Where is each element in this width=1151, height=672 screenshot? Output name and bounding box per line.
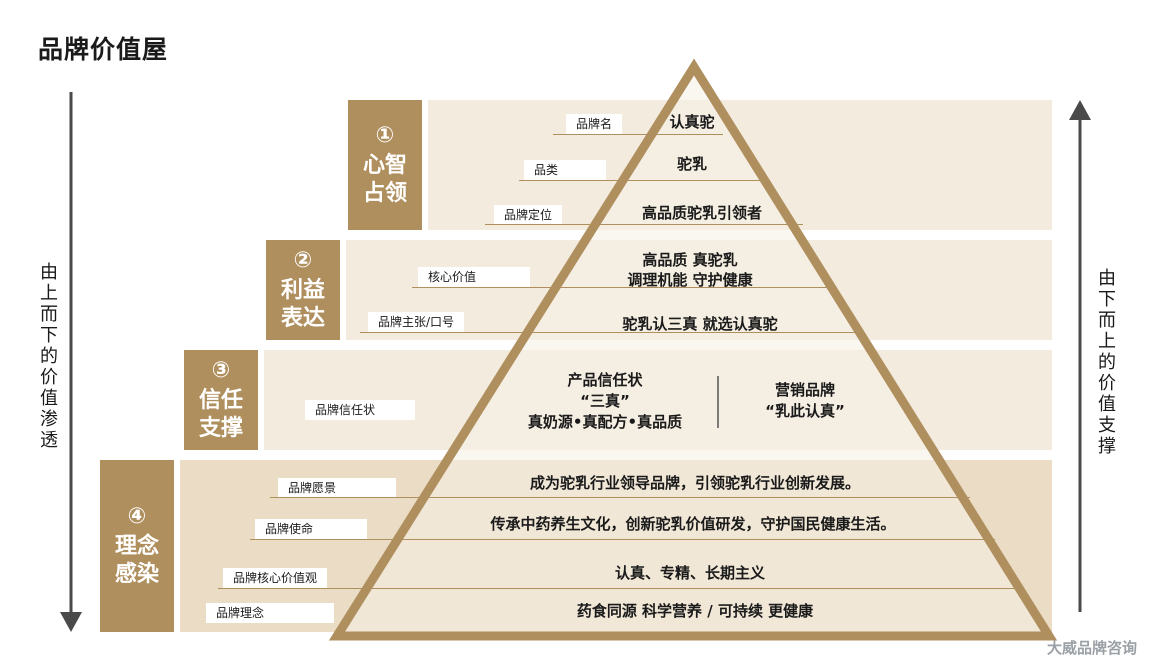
tier-3-name-line1: 信任: [198, 388, 243, 413]
left-arrow-head: [60, 612, 82, 632]
label-vision: 品牌愿景: [278, 478, 396, 498]
label-brand-name: 品牌名: [566, 114, 623, 134]
trust-left-line1: 产品信任状: [567, 371, 643, 389]
underline-core-value: [412, 287, 832, 288]
trust-left-line3: 真奶源•真配方•真品质: [527, 413, 683, 431]
tier-2-name-line1: 利益: [280, 278, 325, 303]
tier-1-tab: ① 心智 占领: [348, 100, 422, 230]
right-arrow-head: [1069, 100, 1091, 120]
tier-3-tab: ③ 信任 支撑: [184, 350, 258, 450]
tier-2-tab: ② 利益 表达: [266, 240, 340, 340]
value-vision: 成为驼乳行业领导品牌，引领驼乳行业创新发展。: [529, 474, 860, 492]
label-core-values: 品牌核心价值观: [223, 568, 328, 588]
underline-category: [519, 180, 761, 181]
tier-1-name-line1: 心智: [362, 153, 407, 178]
label-slogan: 品牌主张/口号: [368, 312, 465, 332]
value-category: 驼乳: [676, 155, 707, 173]
tier-4-tab: ④ 理念 感染: [100, 460, 174, 632]
trust-right-line1: 营销品牌: [774, 381, 835, 399]
underline-core-values: [218, 588, 1018, 589]
label-philosophy: 品牌理念: [206, 603, 334, 623]
tier-2-number: ②: [293, 248, 313, 273]
left-arrow-text: 由上而下的价值渗透: [37, 262, 58, 451]
tier-1-name-line2: 占领: [362, 181, 407, 206]
tier-2-name-line2: 表达: [280, 306, 325, 331]
underline-vision: [270, 497, 970, 498]
tier-3-number: ③: [211, 358, 231, 383]
underline-slogan: [360, 332, 862, 333]
underline-brand-name: [553, 134, 723, 135]
tier-4-number: ④: [127, 504, 147, 529]
label-mission: 品牌使命: [255, 519, 367, 539]
value-mission: 传承中药养生文化，创新驼乳价值研发，守护国民健康生活。: [490, 515, 896, 533]
right-arrow-text: 由下而上的价值支撑: [1095, 268, 1116, 457]
tier-4-name-line2: 感染: [114, 562, 159, 587]
underline-positioning: [485, 224, 803, 225]
value-core-values: 认真、专精、长期主义: [614, 564, 765, 582]
watermark-text: 大威品牌咨询: [1046, 639, 1137, 657]
page-title: 品牌价值屋: [38, 35, 169, 64]
label-positioning: 品牌定位: [494, 205, 563, 225]
label-category: 品类: [524, 160, 606, 180]
label-core-value: 核心价值: [418, 267, 530, 287]
trust-right-line2: “乳此认真”: [765, 402, 845, 420]
pyramid-outline: [328, 58, 1058, 641]
label-trust: 品牌信任状: [305, 400, 415, 420]
value-positioning: 高品质驼乳引领者: [641, 204, 762, 222]
value-core-value-line2: 调理机能 守护健康: [627, 271, 753, 289]
tier-3-name-line2: 支撑: [198, 416, 243, 441]
value-brand-name: 认真驼: [669, 113, 715, 131]
trust-left-line2: “三真”: [580, 392, 630, 410]
value-slogan: 驼乳认三真 就选认真驼: [622, 315, 778, 333]
value-philosophy: 药食同源 科学营养 / 可持续 更健康: [576, 602, 814, 620]
tier-4-name-line1: 理念: [114, 534, 159, 559]
underline-mission: [250, 539, 995, 540]
value-core-value-line1: 高品质 真驼乳: [642, 251, 738, 269]
tier-1-number: ①: [375, 123, 395, 148]
